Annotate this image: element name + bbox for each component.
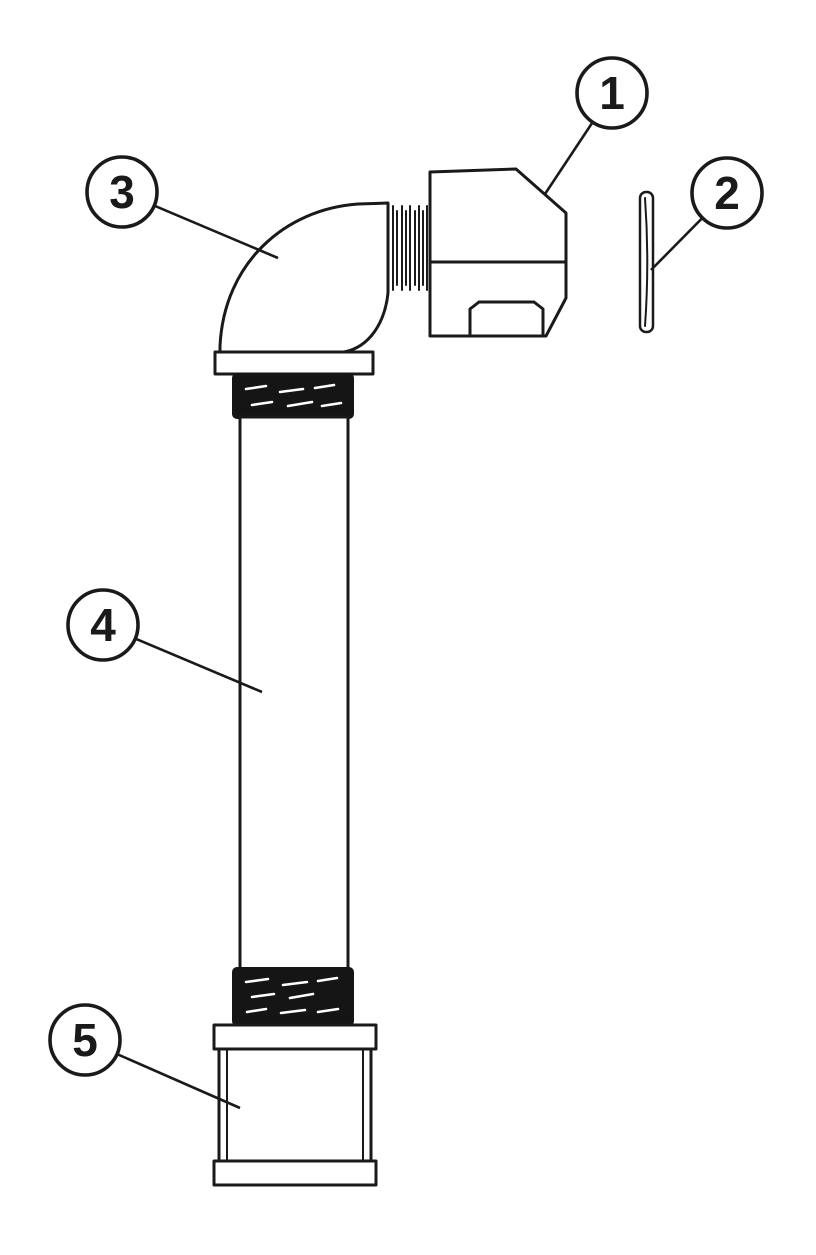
elbow-thread-end (392, 205, 428, 291)
callout-2-number: 2 (714, 167, 740, 219)
callout-2-circle (690, 156, 764, 230)
callout-1-circle (575, 56, 649, 130)
coupling-bottom-flange (212, 1159, 378, 1187)
pipe-upper-threads (232, 373, 354, 419)
callout-1: 1 (575, 56, 649, 130)
coupling-top-flange (212, 1023, 378, 1051)
pipe-nipple (238, 415, 350, 972)
union-nut-notch (468, 300, 545, 338)
callout-5-number: 5 (72, 1014, 98, 1066)
coupling (212, 1023, 378, 1187)
union-nut-body (428, 167, 568, 338)
callout-3-number: 3 (109, 166, 135, 218)
callout-4-circle (66, 588, 140, 662)
elbow-fitting (218, 201, 390, 354)
callout-3: 3 (85, 155, 159, 229)
washer-edge-line (644, 197, 649, 327)
elbow-body (218, 201, 390, 354)
callout-1-number: 1 (599, 67, 625, 119)
washer (638, 190, 655, 334)
callout-5-circle (48, 1003, 122, 1077)
callout-3-circle (85, 155, 159, 229)
elbow-flange (213, 350, 375, 376)
callout-4-number: 4 (90, 599, 116, 651)
pipe-lower-threads (232, 967, 354, 1026)
coupling-body (217, 1047, 373, 1163)
union-nut-fitting (428, 167, 568, 338)
callout-2: 2 (690, 156, 764, 230)
callout-4: 4 (66, 588, 140, 662)
callout-5: 5 (48, 1003, 122, 1077)
